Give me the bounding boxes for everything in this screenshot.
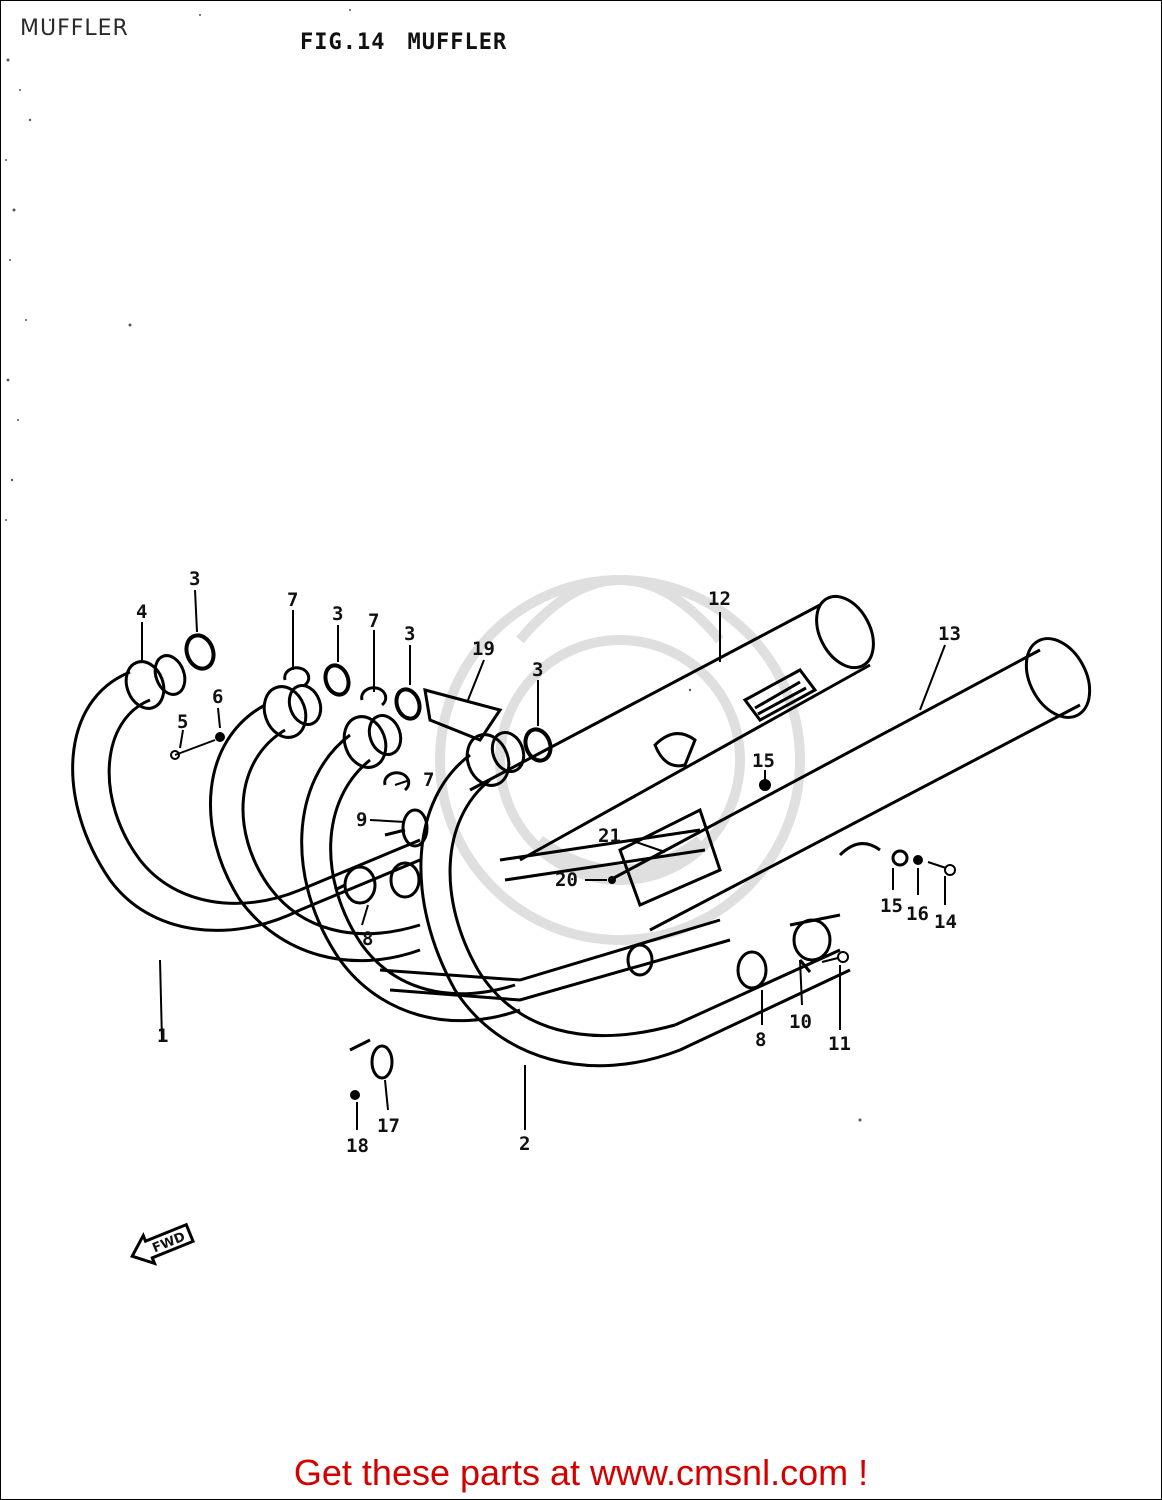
bolt-5 [170, 739, 216, 760]
muffler-13 [609, 637, 1092, 932]
callout-20: 20 [555, 869, 578, 891]
clamp-pipe-4 [465, 731, 526, 787]
bolt-11 [821, 951, 849, 963]
gasket-3b [323, 663, 351, 697]
callout-15b: 15 [880, 895, 903, 917]
gasket-3c [394, 687, 422, 721]
exhaust-pipe-2a [208, 703, 421, 963]
callout-3d: 3 [532, 659, 543, 681]
callout-7a: 7 [287, 589, 298, 611]
callout-16: 16 [906, 903, 929, 925]
callout-15a: 15 [752, 750, 775, 772]
washer-15b [891, 849, 909, 867]
callout-19: 19 [472, 638, 495, 660]
callout-3b: 3 [332, 603, 343, 625]
leader-lines [141, 589, 946, 1130]
figure-name: MUFFLER [407, 30, 508, 55]
callout-17: 17 [377, 1115, 400, 1137]
clamp-17 [349, 1038, 394, 1080]
callout-2: 2 [519, 1133, 530, 1155]
callout-8a: 8 [362, 928, 373, 950]
callout-3a: 3 [189, 568, 200, 590]
callout-13: 13 [938, 623, 961, 645]
callout-4: 4 [136, 601, 147, 623]
heat-shield-19 [423, 687, 503, 742]
callout-14: 14 [934, 911, 957, 933]
heat-shield-21 [618, 807, 722, 908]
footer-link[interactable]: Get these parts at www.cmsnl.com ! [293, 1452, 869, 1493]
callout-11: 11 [828, 1033, 851, 1055]
screw-20 [608, 876, 616, 884]
callout-10: 10 [789, 1011, 812, 1033]
nut-15a [759, 779, 771, 791]
bolt-18 [350, 1090, 360, 1100]
figure-number: FIG.14 [300, 30, 386, 55]
fwd-arrow: FWD [130, 1222, 195, 1266]
clamp-4 [124, 654, 187, 710]
ring-7b [360, 686, 388, 707]
callout-8b: 8 [755, 1029, 766, 1051]
page-caption: MUFFLER [20, 16, 129, 41]
washer-6 [215, 732, 225, 742]
exhaust-pipe-1 [71, 670, 421, 932]
clamp-pipe-3 [342, 714, 403, 769]
callout-6: 6 [212, 686, 223, 708]
callout-21: 21 [598, 825, 621, 847]
connector-8a [334, 861, 421, 905]
bolt-14 [927, 861, 956, 876]
clamp-pipe-2 [262, 684, 323, 739]
scan-noise [5, 9, 862, 1122]
ring-7c [383, 771, 411, 792]
bracket-10 [789, 913, 841, 973]
callout-1: 1 [157, 1025, 168, 1047]
callout-9: 9 [356, 809, 367, 831]
muffler-bracket [653, 732, 697, 768]
clip-9 [384, 808, 429, 848]
callout-18: 18 [346, 1135, 369, 1157]
ring-7a [283, 666, 311, 687]
callout-7b: 7 [368, 610, 379, 632]
figure-title: FIG.14 MUFFLER [300, 30, 529, 55]
gasket-3a [184, 633, 216, 671]
gasket-3d [523, 727, 553, 763]
collector-pipes [379, 828, 731, 1002]
callout-3c: 3 [404, 623, 415, 645]
callout-5: 5 [177, 711, 188, 733]
washer-16 [913, 855, 923, 865]
connector-8b [736, 950, 768, 990]
muffler-12 [469, 594, 875, 862]
callout-7c: 7 [423, 769, 434, 791]
callout-12: 12 [708, 588, 731, 610]
